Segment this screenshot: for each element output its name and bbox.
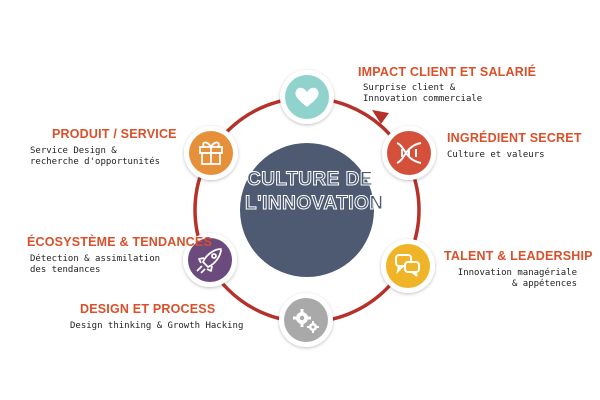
center-circle xyxy=(240,143,374,277)
node-design xyxy=(279,293,333,347)
product-description: Service Design & recherche d'opportunité… xyxy=(30,146,161,167)
node-product xyxy=(184,126,238,180)
impact-title: IMPACT CLIENT ET SALARIÉ xyxy=(358,65,537,79)
center-title-line-2: L'INNOVATION xyxy=(245,193,384,215)
product-title: PRODUIT / SERVICE xyxy=(52,127,177,141)
cycle-arrowhead xyxy=(372,110,389,124)
gift-icon xyxy=(199,141,223,165)
node-talent xyxy=(381,239,435,293)
talent-title: TALENT & LEADERSHIP xyxy=(444,249,593,263)
speech-bubbles-icon xyxy=(395,254,420,277)
impact-description: Surprise client & Innovation commerciale xyxy=(363,83,483,104)
node-impact xyxy=(280,70,334,124)
node-ecosystem xyxy=(183,233,237,287)
center-title: CULTURE DE L'INNOVATION xyxy=(245,168,384,216)
gears-icon xyxy=(293,309,319,333)
talent-description: Innovation managériale & appétences xyxy=(457,268,577,289)
dna-icon xyxy=(396,142,422,164)
ecosystem-title: ÉCOSYSTÈME & TENDANCES xyxy=(27,235,212,249)
rocket-icon xyxy=(196,248,222,274)
design-description: Design thinking & Growth Hacking xyxy=(70,321,244,331)
heart-icon xyxy=(295,87,319,107)
design-title: DESIGN ET PROCESS xyxy=(80,302,216,316)
ingredient-title: INGRÉDIENT SECRET xyxy=(447,131,582,145)
center-title-line-1: CULTURE DE xyxy=(246,169,374,191)
ecosystem-description: Détection & assimilation des tendances xyxy=(30,254,161,275)
ingredient-description: Culture et valeurs xyxy=(447,150,545,160)
node-ingredient xyxy=(382,126,436,180)
